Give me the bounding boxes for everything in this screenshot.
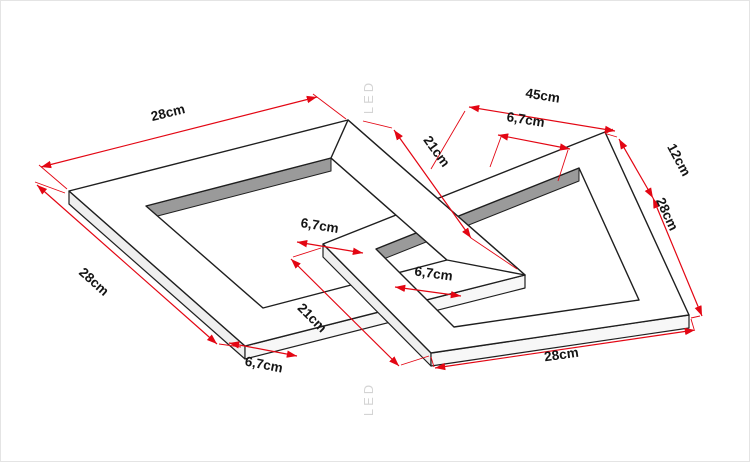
dimension-bottom-width: 28cm (430, 318, 696, 371)
dimension-label: 6,7cm (300, 215, 340, 236)
dimension-label: 28cm (653, 195, 681, 233)
dimension-label: 28cm (76, 265, 112, 299)
dimension-label: 12cm (664, 141, 693, 179)
dimension-label: 6,7cm (506, 109, 546, 130)
dimension-top-bar-width: 6,7cm (489, 109, 571, 182)
dimension-middle-left-bar-width: 6,7cm (296, 215, 364, 255)
watermark: LED LED (361, 80, 376, 416)
watermark-text: LED (361, 382, 376, 416)
dimension-label: 6,7cm (414, 263, 454, 283)
watermark-text: LED (361, 80, 376, 114)
dimension-middle-right-bar-width: 6,7cm (394, 263, 462, 299)
dimension-label: 28cm (543, 345, 579, 365)
dimension-bottom-left-bar-width: 6,7cm (228, 341, 298, 376)
dimension-label: 45cm (524, 85, 560, 105)
dimension-label: 21cm (420, 133, 452, 170)
dimension-label: 6,7cm (244, 354, 284, 376)
dimension-label: 28cm (149, 101, 186, 124)
